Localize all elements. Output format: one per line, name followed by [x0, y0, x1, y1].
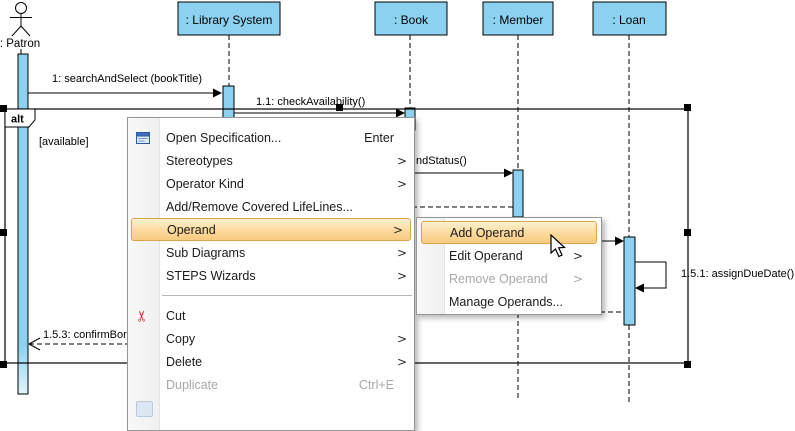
arrowhead — [615, 236, 624, 246]
message-label: 1: searchAndSelect (bookTitle) — [52, 73, 202, 85]
lifeline-lines — [20, 35, 630, 405]
selection-handle-top-left[interactable] — [0, 105, 7, 112]
menu-item-label: Cut — [166, 308, 186, 323]
selection-handle-bottom-left[interactable] — [0, 361, 7, 368]
menu-item-clipped[interactable] — [128, 396, 414, 420]
operand-submenu: Add Operand Edit Operand > Remove Operan… — [416, 217, 602, 315]
arrowhead — [396, 108, 405, 118]
mouse-cursor — [550, 234, 566, 258]
lifeline-loan[interactable]: : Loan — [592, 1, 667, 36]
activation-bar-member[interactable] — [512, 169, 524, 218]
menu-item-copy[interactable]: Copy > — [128, 327, 414, 350]
open-arrowhead — [28, 337, 41, 345]
menu-item-label: STEPS Wizards — [166, 268, 256, 283]
menu-item-label: Operator Kind — [166, 176, 244, 191]
menu-item-operator-kind[interactable]: Operator Kind > — [128, 172, 414, 195]
menu-item-stereotypes[interactable]: Stereotypes > — [128, 149, 414, 172]
menu-icon-gutter — [128, 118, 160, 430]
submenu-arrow-icon: > — [396, 268, 407, 283]
selection-handle-top-right[interactable] — [684, 104, 691, 111]
selection-handles — [0, 104, 691, 368]
message-label: 1.5.1: assignDueDate() — [681, 268, 794, 280]
menu-item-label: Duplicate — [166, 377, 219, 392]
menu-item-open-specification[interactable]: Open Specification... Enter — [128, 126, 414, 149]
message-search-and-select[interactable]: 1: searchAndSelect (bookTitle) — [28, 73, 222, 98]
lifeline-member-label: : Member — [493, 13, 544, 27]
context-menu: Open Specification... Enter Stereotypes … — [127, 117, 415, 431]
message-assign-due-date[interactable]: 1.5.1: assignDueDate() — [635, 261, 794, 293]
activation-bar-patron[interactable] — [17, 53, 29, 395]
submenu-arrow-icon: > — [572, 248, 583, 263]
lifeline-heads: : Library System : Book : Member : Loan — [177, 1, 667, 36]
specification-icon — [135, 130, 151, 146]
menu-item-label: Sub Diagrams — [166, 245, 246, 260]
clipped-icon — [136, 401, 153, 417]
menu-item-label: Remove Operand — [449, 271, 548, 286]
lifeline-loan-label: : Loan — [612, 13, 645, 27]
selection-handle-middle-right[interactable] — [684, 229, 691, 236]
open-arrowhead — [28, 343, 41, 351]
menu-item-label: Edit Operand — [449, 248, 523, 263]
selection-handle-top-center[interactable] — [336, 104, 343, 111]
submenu-arrow-icon: > — [396, 176, 407, 191]
menu-item-add-operand[interactable]: Add Operand — [421, 221, 597, 244]
menu-item-operand[interactable]: Operand > — [131, 218, 411, 241]
arrowhead — [213, 88, 222, 98]
menu-item-steps-wizards[interactable]: STEPS Wizards > — [128, 264, 414, 287]
menu-item-edit-operand[interactable]: Edit Operand > — [417, 244, 601, 267]
activation-bar-loan[interactable] — [623, 236, 636, 326]
menu-item-delete[interactable]: Delete > — [128, 350, 414, 373]
menu-item-cut[interactable]: ✂ Cut — [128, 304, 414, 327]
menu-item-label: Copy — [166, 331, 196, 346]
selection-handle-bottom-right[interactable] — [684, 361, 691, 368]
message-label: ndStatus() — [416, 155, 467, 167]
menu-item-label: Add/Remove Covered LifeLines... — [166, 199, 353, 214]
separator-line — [161, 295, 412, 296]
arrowhead — [635, 283, 644, 293]
submenu-arrow-icon: > — [396, 331, 407, 346]
menu-item-label: Delete — [166, 354, 203, 369]
sequence-diagram: : Patron : Library System : Book : Membe… — [0, 1, 794, 405]
arrowhead — [504, 168, 513, 178]
scissors-icon: ✂ — [134, 309, 151, 322]
lifeline-member[interactable]: : Member — [482, 1, 554, 36]
lifeline-book[interactable]: : Book — [374, 1, 448, 36]
menu-item-label: Stereotypes — [166, 153, 233, 168]
submenu-arrow-icon: > — [396, 245, 407, 260]
lifeline-book-label: : Book — [394, 13, 429, 27]
menu-group-separator-edit: Edit — [128, 287, 414, 304]
message-label: 1.5.3: confirmBorr — [43, 329, 131, 341]
lifeline-library-system-label: : Library System — [186, 13, 273, 27]
fragment-operator-label: alt — [11, 114, 24, 126]
message-check-availability[interactable]: 1.1: checkAvailability() — [234, 96, 405, 118]
submenu-arrow-icon: > — [392, 222, 403, 237]
submenu-arrow-icon: > — [396, 354, 407, 369]
menu-item-duplicate[interactable]: Duplicate Ctrl+E — [128, 373, 414, 396]
selection-handle-middle-left[interactable] — [0, 229, 7, 236]
menu-shortcut: Ctrl+E — [358, 377, 394, 392]
menu-item-manage-operands[interactable]: Manage Operands... — [417, 290, 601, 313]
menu-item-label: Manage Operands... — [449, 294, 563, 309]
submenu-arrow-icon: > — [572, 271, 583, 286]
lifeline-library-system[interactable]: : Library System — [177, 1, 281, 36]
menu-item-label: Operand — [167, 222, 216, 237]
menu-item-label: Open Specification... — [166, 130, 282, 145]
actor-patron-label: : Patron — [0, 38, 40, 50]
menu-item-sub-diagrams[interactable]: Sub Diagrams > — [128, 241, 414, 264]
message-label: 1.1: checkAvailability() — [256, 96, 365, 108]
menu-item-remove-operand[interactable]: Remove Operand > — [417, 267, 601, 290]
menu-shortcut: Enter — [364, 130, 394, 145]
fragment-guard-label: [available] — [39, 136, 89, 148]
menu-item-add-remove-covered-lifelines[interactable]: Add/Remove Covered LifeLines... — [128, 195, 414, 218]
submenu-arrow-icon: > — [396, 153, 407, 168]
menu-item-label: Add Operand — [450, 225, 525, 240]
actor-patron[interactable]: : Patron — [0, 2, 40, 51]
